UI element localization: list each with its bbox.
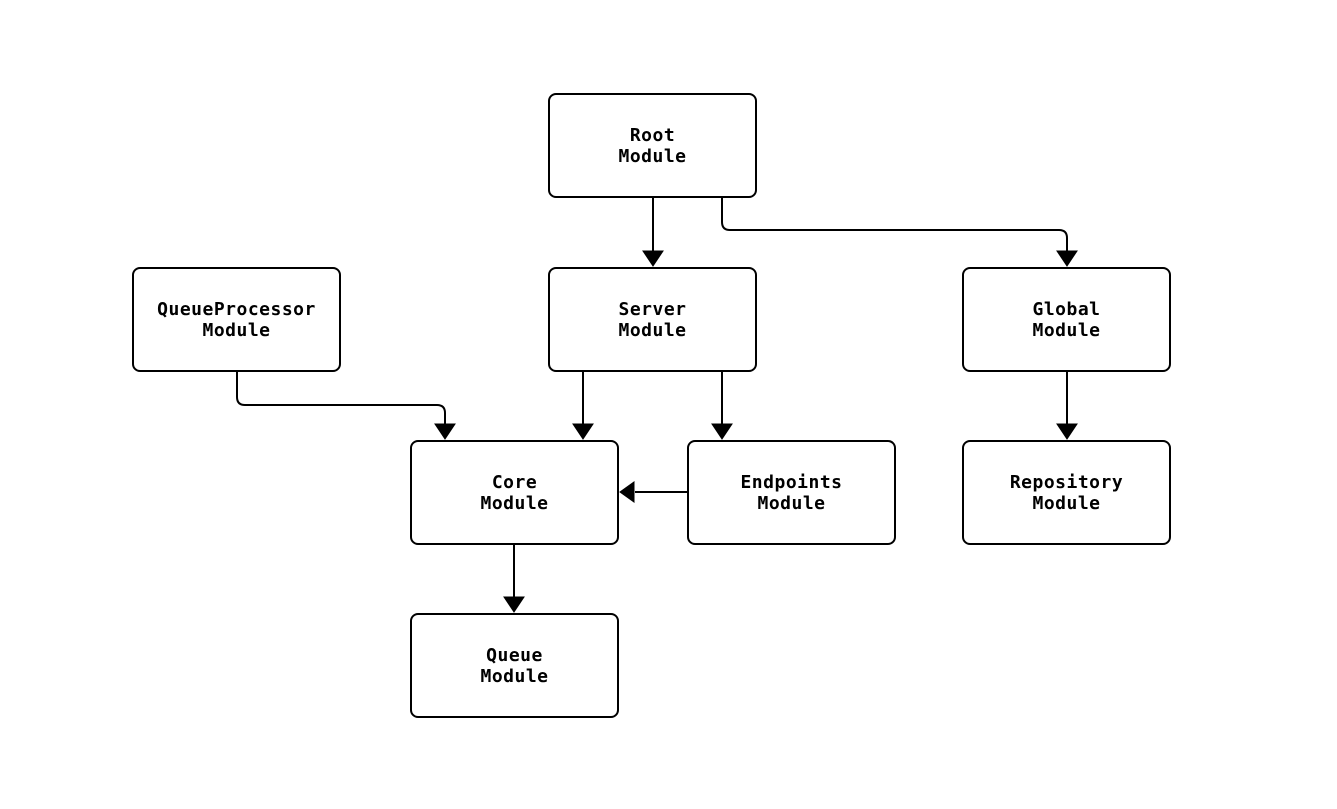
node-label-line: Repository <box>1009 471 1124 493</box>
node-global-module: Global Module <box>962 267 1171 372</box>
node-label-line: Module <box>202 319 271 341</box>
node-label-line: Module <box>757 492 826 514</box>
node-queueprocessor-module: QueueProcessor Module <box>132 267 341 372</box>
edge-endpoints-to-core <box>619 481 687 503</box>
node-label-line: Module <box>1032 319 1101 341</box>
node-core-module: Core Module <box>410 440 619 545</box>
node-label-line: Endpoints <box>740 471 843 493</box>
node-label-line: Core <box>491 471 538 493</box>
node-label-line: Global <box>1032 298 1101 320</box>
node-server-module: Server Module <box>548 267 757 372</box>
edge-root-to-server <box>642 198 664 267</box>
node-label-line: Queue <box>486 644 543 666</box>
edge-server-to-core <box>572 372 594 440</box>
node-queue-module: Queue Module <box>410 613 619 718</box>
node-endpoints-module: Endpoints Module <box>687 440 896 545</box>
edge-root-to-global <box>721 198 1078 267</box>
arrowhead-icon <box>434 423 456 440</box>
edge-queueprocessor-to-core <box>236 372 456 440</box>
arrowhead-icon <box>503 596 525 613</box>
arrowhead-icon <box>619 481 635 503</box>
node-label-line: Module <box>480 492 549 514</box>
arrowhead-icon <box>572 423 594 440</box>
arrowhead-icon <box>1056 423 1078 440</box>
node-label-line: Root <box>629 124 676 146</box>
node-label-line: Server <box>618 298 687 320</box>
node-label-line: Module <box>618 145 687 167</box>
edge-global-to-repository <box>1056 372 1078 440</box>
arrowhead-icon <box>642 250 664 267</box>
node-repository-module: Repository Module <box>962 440 1171 545</box>
edge-core-to-queue <box>503 545 525 613</box>
node-label-line: QueueProcessor <box>157 298 316 320</box>
node-root-module: Root Module <box>548 93 757 198</box>
node-label-line: Module <box>1032 492 1101 514</box>
edge-server-to-endpoints <box>711 372 733 440</box>
node-label-line: Module <box>480 665 549 687</box>
node-label-line: Module <box>618 319 687 341</box>
arrowhead-icon <box>1056 250 1078 267</box>
arrowhead-icon <box>711 423 733 440</box>
